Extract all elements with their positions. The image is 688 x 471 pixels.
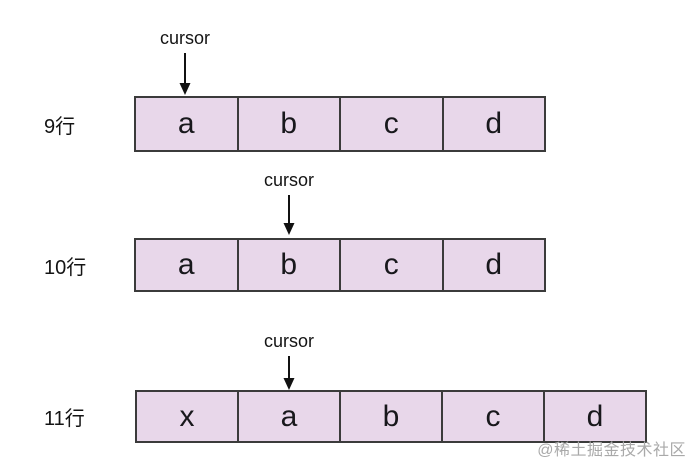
array-cell: x	[179, 399, 195, 433]
cursor-label: cursor	[263, 331, 315, 351]
array-cell: d	[543, 392, 645, 441]
array-cell: a	[177, 248, 195, 281]
array-cell: c	[339, 98, 442, 150]
cursor-label: cursor	[159, 28, 211, 48]
array-row11: x a b c d	[135, 390, 647, 443]
cursor-pointer-row9: cursor	[160, 28, 210, 95]
array-cell: d	[441, 240, 545, 290]
array-cell: d	[441, 98, 545, 150]
array-row9: a b c d	[134, 96, 546, 152]
watermark: @稀土掘金技术社区	[537, 442, 686, 459]
array-cell: a	[237, 392, 339, 441]
cursor-label: cursor	[263, 170, 315, 190]
row-label-11: 11行	[44, 408, 85, 430]
array-cell: c	[441, 392, 543, 441]
array-cell: b	[236, 98, 340, 150]
array-cell: b	[339, 392, 441, 441]
array-cell: a	[177, 107, 195, 140]
arrow-down-icon	[283, 356, 295, 390]
cursor-pointer-row11: cursor	[264, 331, 314, 390]
array-cell: c	[339, 240, 442, 290]
array-cell: b	[236, 240, 340, 290]
row-label-9: 9行	[44, 115, 76, 138]
arrow-down-icon	[179, 53, 191, 95]
array-row10: a b c d	[134, 238, 546, 292]
arrow-down-icon	[283, 195, 295, 235]
row-label-10: 10行	[44, 256, 87, 279]
cursor-pointer-row10: cursor	[264, 170, 314, 235]
